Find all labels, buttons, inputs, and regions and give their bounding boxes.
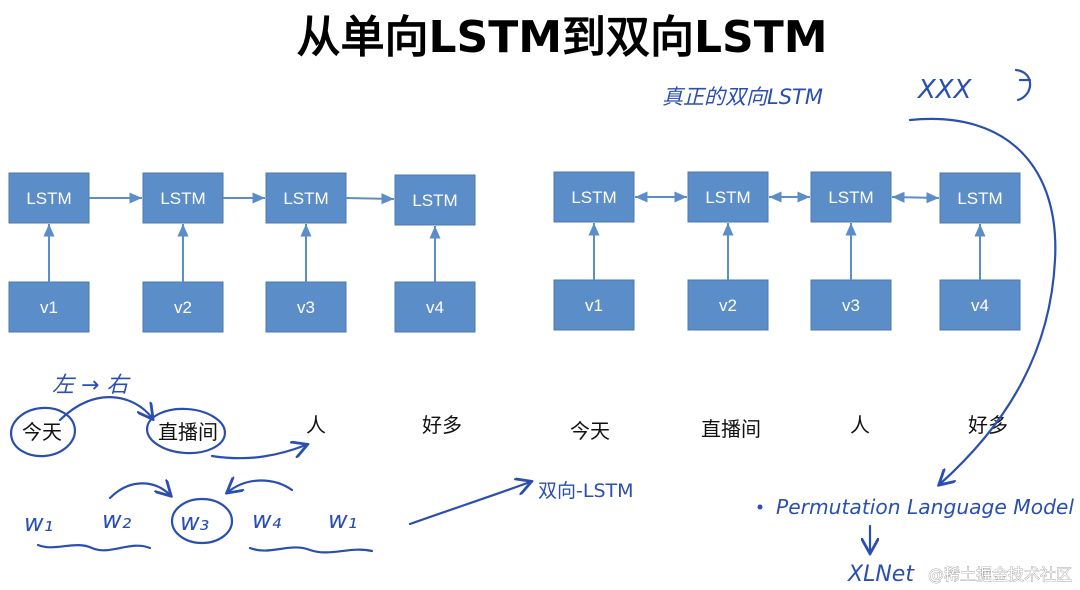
- w-seq-1: w₁: [24, 509, 53, 537]
- annotation-xlnet: XLNet: [847, 562, 915, 587]
- circle-w3: [170, 497, 234, 545]
- right-input-v2-label: v2: [719, 296, 737, 315]
- left-input-v1: v1: [8, 281, 90, 333]
- arrow-to-fake-bilstm: [408, 482, 530, 526]
- circle-word-livestream: [145, 407, 227, 455]
- w-seq-3: w₃: [180, 508, 209, 536]
- arrow-xxx-to-plm: [908, 117, 1057, 484]
- right-lstm-3: LSTM: [810, 171, 892, 223]
- left-lstm-3-label: LSTM: [283, 189, 328, 208]
- right-lstm-3-label: LSTM: [828, 188, 873, 207]
- arc-w4-to-w3: [228, 481, 294, 493]
- right-lstm-1: LSTM: [553, 171, 635, 223]
- arc-w2-to-w3: [108, 483, 170, 500]
- page-title: 从单向LSTM到双向LSTM: [296, 12, 827, 63]
- annotation-fake-bilstm: 双向-LSTM: [538, 480, 634, 502]
- left-lstm-1: LSTM: [8, 172, 90, 224]
- left-word-2: 直播间: [158, 420, 218, 444]
- w-seq-underline: [36, 543, 374, 554]
- right-lstm-4-label: LSTM: [957, 189, 1002, 208]
- right-word-3: 人: [850, 413, 870, 437]
- w-seq-5: w₁: [328, 506, 357, 534]
- watermark: @稀土掘金技术社区: [928, 565, 1072, 584]
- annotation-left-to-right: 左 → 右: [52, 373, 131, 398]
- left-forward-arrow-3: [345, 193, 395, 205]
- arrow-to-person: [210, 445, 306, 460]
- left-lstm-3: LSTM: [265, 172, 347, 224]
- right-lstm-2-label: LSTM: [705, 188, 750, 207]
- right-diagram: LSTM LSTM LSTM LSTM v1 v2 v3: [553, 171, 1021, 443]
- left-input-v1-label: v1: [40, 298, 58, 317]
- left-diagram: LSTM LSTM LSTM LSTM v1 v2 v3: [8, 172, 476, 444]
- right-input-v4-label: v4: [971, 296, 989, 315]
- right-lstm-4: LSTM: [939, 172, 1021, 224]
- w-seq-2: w₂: [102, 506, 132, 534]
- left-input-v2-label: v2: [174, 298, 192, 317]
- annotation-plm: Permutation Language Model: [776, 495, 1074, 519]
- right-input-v2: v2: [687, 279, 769, 331]
- right-word-2: 直播间: [701, 417, 761, 441]
- left-input-v3-label: v3: [297, 298, 315, 317]
- handwritten-annotations: 左 → 右 w₁ w₂ w₃ w₄ w₁ 双向-LSTM 真正的双向LSTM X…: [9, 68, 1074, 587]
- left-lstm-4-label: LSTM: [412, 191, 457, 210]
- right-input-v1-label: v1: [585, 296, 603, 315]
- annotation-xxx: XXX: [916, 75, 973, 105]
- left-word-1: 今天: [22, 420, 62, 444]
- right-word-1: 今天: [570, 419, 610, 443]
- arc-arrow-today-to-livestream: [58, 396, 152, 420]
- right-input-v3: v3: [810, 279, 892, 331]
- w-seq-4: w₄: [252, 506, 282, 534]
- left-input-v4: v4: [394, 281, 476, 333]
- right-bidir-arrow-3: [891, 191, 940, 204]
- right-lstm-2: LSTM: [687, 171, 769, 223]
- left-lstm-1-label: LSTM: [26, 189, 71, 208]
- left-lstm-2: LSTM: [142, 172, 224, 224]
- annotation-true-bilstm: 真正的双向LSTM: [662, 85, 823, 109]
- xxx-mark: [1014, 68, 1032, 102]
- left-lstm-4: LSTM: [394, 174, 476, 226]
- left-lstm-2-label: LSTM: [160, 189, 205, 208]
- left-word-3: 人: [306, 413, 326, 437]
- circle-word-today: [9, 406, 77, 458]
- right-input-v1: v1: [553, 279, 635, 331]
- right-input-v4: v4: [939, 279, 1021, 331]
- left-input-v4-label: v4: [426, 298, 444, 317]
- plm-bullet: [757, 504, 763, 510]
- right-input-v3-label: v3: [842, 296, 860, 315]
- left-input-v3: v3: [265, 281, 347, 333]
- right-lstm-1-label: LSTM: [571, 188, 616, 207]
- left-input-v2: v2: [142, 281, 224, 333]
- left-word-4: 好多: [422, 413, 462, 437]
